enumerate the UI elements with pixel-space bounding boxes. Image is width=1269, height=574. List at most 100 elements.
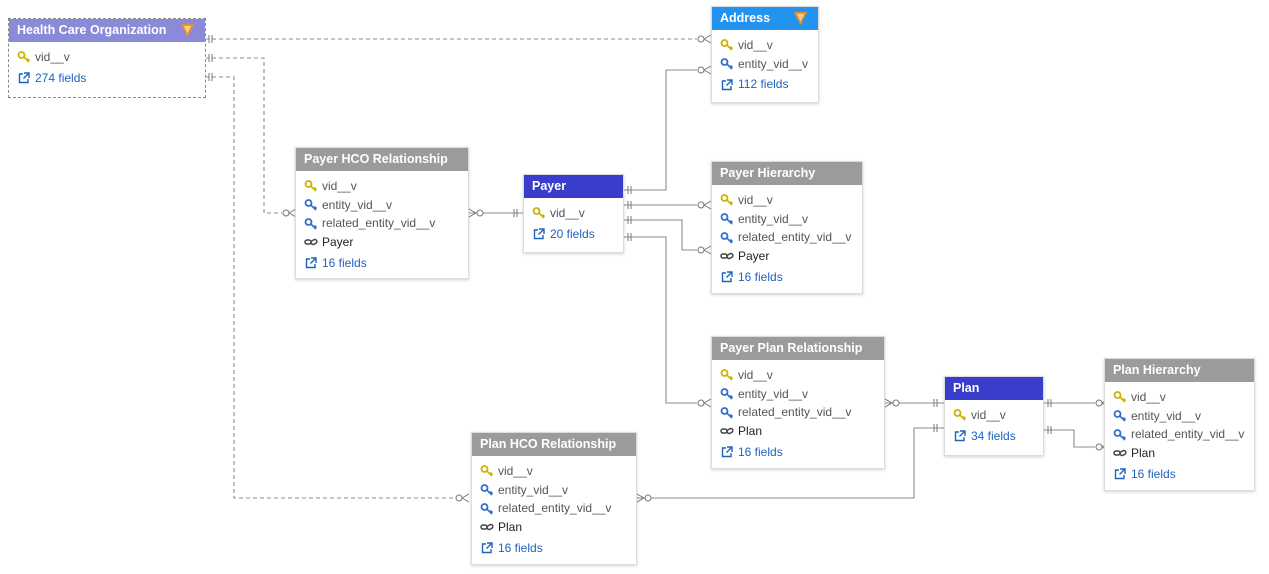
entity-header[interactable]: Payer Plan Relationship	[712, 337, 884, 360]
fields-count-link[interactable]: 112 fields	[738, 77, 789, 92]
field-name: entity_vid__v	[738, 211, 809, 226]
entity-payer-hierarchy[interactable]: Payer Hierarchy vid__v entity_vid__v rel…	[711, 161, 863, 294]
foreign-key-icon	[720, 58, 734, 70]
fields-count-link[interactable]: 20 fields	[550, 226, 595, 241]
field-name: vid__v	[738, 38, 773, 52]
external-link-icon	[305, 257, 317, 269]
entity-header[interactable]: Plan Hierarchy	[1105, 359, 1254, 382]
entity-header[interactable]: Payer Hierarchy	[712, 162, 862, 185]
relationship-link-icon	[1113, 450, 1127, 457]
entity-title: Plan	[953, 381, 980, 395]
foreign-key-icon	[720, 231, 734, 244]
external-link-icon	[1114, 468, 1126, 480]
field-row: vid__v	[720, 36, 810, 55]
fields-count-link[interactable]: 16 fields	[738, 269, 783, 284]
entity-header[interactable]: Plan HCO Relationship	[472, 433, 636, 456]
primary-key-icon	[720, 39, 734, 51]
entity-plan-hco-relationship[interactable]: Plan HCO Relationship vid__v entity_vid_…	[471, 432, 637, 565]
fields-link[interactable]: 16 fields	[720, 443, 876, 462]
field-name: related_entity_vid__v	[1131, 427, 1245, 442]
field-name: entity_vid__v	[738, 386, 809, 401]
fields-count-link[interactable]: 274 fields	[35, 70, 87, 85]
primary-key-icon	[720, 194, 734, 206]
field-row: vid__v	[480, 462, 628, 481]
field-row: related_entity_vid__v	[720, 403, 876, 422]
fields-count-link[interactable]: 16 fields	[322, 255, 367, 270]
entity-header[interactable]: Payer	[524, 175, 623, 198]
field-row: related_entity_vid__v	[304, 214, 460, 233]
fields-count-link[interactable]: 16 fields	[1131, 466, 1176, 481]
entity-address[interactable]: Address vid__v entity_vid__v 112 fields	[711, 6, 819, 103]
entity-header[interactable]: Health Care Organization	[9, 19, 205, 42]
foreign-key-icon	[304, 199, 318, 211]
field-row: entity_vid__v	[720, 385, 876, 404]
field-row: entity_vid__v	[720, 55, 810, 74]
vault-v-icon	[793, 11, 808, 26]
external-link-icon	[721, 446, 733, 458]
field-name: related_entity_vid__v	[738, 405, 852, 420]
external-link-icon	[954, 430, 966, 442]
fields-link[interactable]: 274 fields	[17, 69, 197, 88]
entity-title: Payer Plan Relationship	[720, 341, 863, 355]
field-name: entity_vid__v	[738, 56, 809, 71]
field-row: related_entity_vid__v	[1113, 425, 1246, 444]
field-name: vid__v	[738, 193, 773, 207]
foreign-key-icon	[480, 484, 494, 496]
field-row: vid__v	[953, 406, 1035, 425]
fields-count-link[interactable]: 34 fields	[971, 428, 1016, 443]
foreign-key-icon	[304, 217, 318, 230]
fields-link[interactable]: 16 fields	[720, 268, 854, 287]
fields-link[interactable]: 20 fields	[532, 225, 615, 244]
field-name: vid__v	[322, 179, 357, 193]
field-name: related_entity_vid__v	[738, 230, 852, 245]
entity-title: Plan Hierarchy	[1113, 363, 1201, 377]
primary-key-icon	[720, 369, 734, 381]
foreign-key-icon	[720, 406, 734, 419]
relationship-link-icon	[720, 428, 734, 435]
fields-count-link[interactable]: 16 fields	[738, 444, 783, 459]
entity-title: Payer Hierarchy	[720, 166, 816, 180]
field-row: entity_vid__v	[720, 210, 854, 229]
entity-health-care-organization[interactable]: Health Care Organization vid__v 274 fiel…	[8, 18, 206, 98]
field-name: vid__v	[971, 408, 1006, 422]
external-link-icon	[18, 72, 30, 84]
field-row: vid__v	[1113, 388, 1246, 407]
field-name: Plan	[498, 520, 523, 535]
field-name: vid__v	[738, 368, 773, 382]
primary-key-icon	[532, 207, 546, 219]
hco-dashed-connectors	[205, 38, 697, 499]
field-name: vid__v	[1131, 390, 1166, 404]
field-row: Payer	[304, 233, 460, 252]
field-row: Plan	[480, 518, 628, 537]
entity-plan[interactable]: Plan vid__v 34 fields	[944, 376, 1044, 456]
entity-title: Payer	[532, 179, 567, 193]
field-name: Plan	[738, 424, 763, 439]
fields-link[interactable]: 34 fields	[953, 427, 1035, 446]
field-name: entity_vid__v	[498, 482, 569, 497]
entity-header[interactable]: Payer HCO Relationship	[296, 148, 468, 171]
fields-link[interactable]: 16 fields	[480, 539, 628, 558]
field-name: Payer	[738, 249, 770, 264]
entity-plan-hierarchy[interactable]: Plan Hierarchy vid__v entity_vid__v rela…	[1104, 358, 1255, 491]
primary-key-icon	[953, 409, 967, 421]
entity-payer-hco-relationship[interactable]: Payer HCO Relationship vid__v entity_vid…	[295, 147, 469, 279]
fields-link[interactable]: 16 fields	[304, 254, 460, 273]
entity-payer[interactable]: Payer vid__v 20 fields	[523, 174, 624, 253]
fields-link[interactable]: 16 fields	[1113, 465, 1246, 484]
entity-header[interactable]: Plan	[945, 377, 1043, 400]
field-row: related_entity_vid__v	[480, 499, 628, 518]
foreign-key-icon	[480, 502, 494, 515]
fields-count-link[interactable]: 16 fields	[498, 540, 543, 555]
fields-link[interactable]: 112 fields	[720, 75, 810, 94]
field-name: entity_vid__v	[322, 197, 393, 212]
field-name: vid__v	[35, 50, 70, 64]
entity-title: Plan HCO Relationship	[480, 437, 617, 451]
field-row: vid__v	[720, 191, 854, 210]
foreign-key-icon	[720, 388, 734, 400]
entity-header[interactable]: Address	[712, 7, 818, 30]
relationship-link-icon	[304, 239, 318, 246]
field-name: entity_vid__v	[1131, 408, 1202, 423]
field-name: Payer	[322, 235, 354, 250]
entity-payer-plan-relationship[interactable]: Payer Plan Relationship vid__v entity_vi…	[711, 336, 885, 469]
